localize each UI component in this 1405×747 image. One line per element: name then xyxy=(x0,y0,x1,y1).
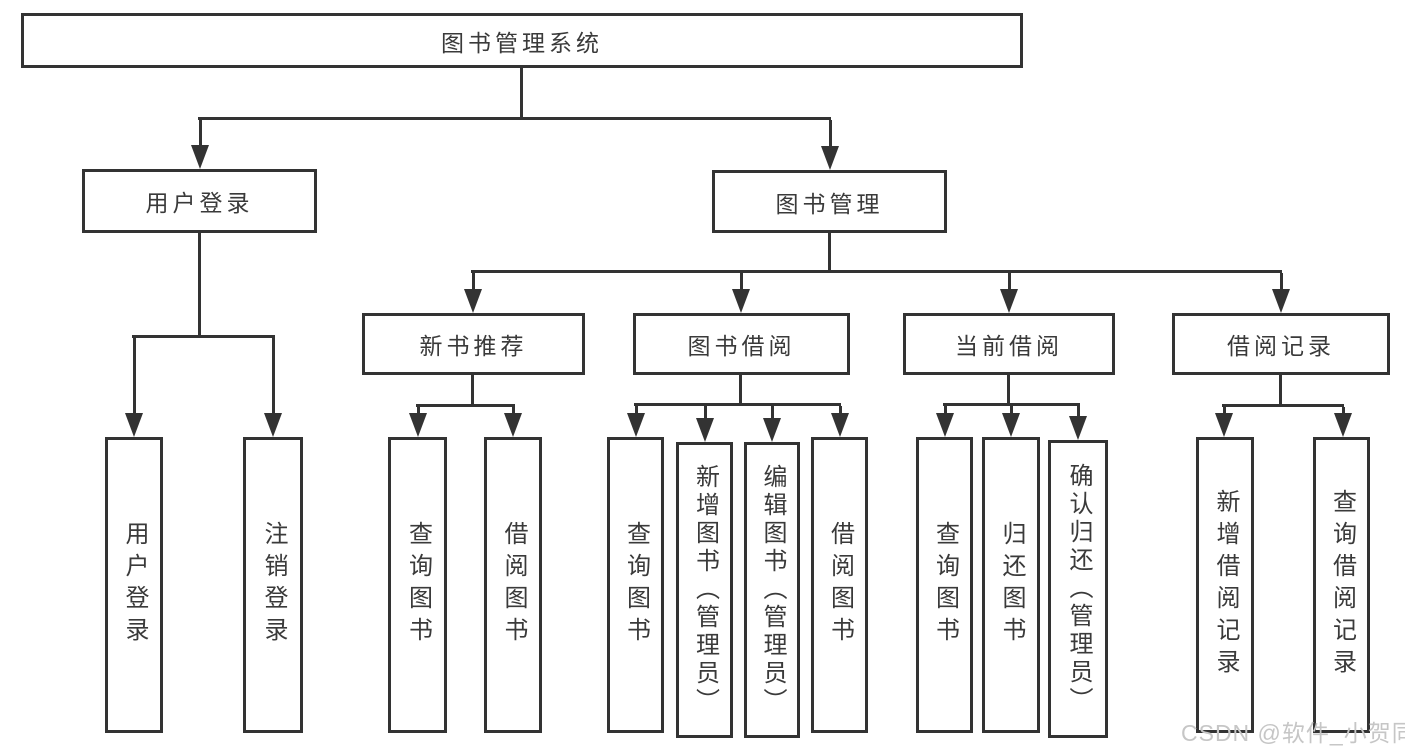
connector-root-bar xyxy=(198,117,831,120)
arrow-down-icon xyxy=(627,406,645,437)
leaf-query-books-recommend: 查询图书 xyxy=(388,437,447,733)
node-label: 借阅图书 xyxy=(500,521,527,649)
node-book-borrowing: 图书借阅 xyxy=(633,313,850,375)
arrow-down-icon xyxy=(1000,273,1018,313)
node-label: 借阅图书 xyxy=(826,521,854,649)
node-label: 查询图书 xyxy=(404,521,432,649)
leaf-confirm-return-admin: 确认归还（管理员） xyxy=(1048,440,1108,738)
arrow-down-icon xyxy=(409,407,427,437)
arrow-down-icon xyxy=(1002,406,1020,437)
connector-user-login-stem xyxy=(198,233,201,338)
connector-recommend-stem xyxy=(471,375,474,407)
node-user-login: 用户登录 xyxy=(82,169,317,233)
csdn-watermark: CSDN @软件_小贺同学 xyxy=(1181,720,1405,746)
leaf-borrow-books-recommend: 借阅图书 xyxy=(484,437,542,733)
connector-records-stem xyxy=(1279,375,1282,407)
leaf-return-books: 归还图书 xyxy=(982,437,1040,733)
arrow-down-icon xyxy=(763,406,781,442)
arrow-down-icon xyxy=(831,406,849,437)
arrow-down-icon xyxy=(504,407,522,437)
node-label: 新增图书（管理员） xyxy=(691,464,719,716)
leaf-logout: 注销登录 xyxy=(243,437,303,733)
connector-borrowing-stem xyxy=(739,375,742,406)
leaf-add-borrow-record: 新增借阅记录 xyxy=(1196,437,1254,733)
connector-user-login-bar xyxy=(132,335,275,338)
node-label: 查询图书 xyxy=(931,521,959,649)
connector-book-management-stem xyxy=(828,233,831,273)
node-book-management-system: 图书管理系统 xyxy=(21,13,1023,68)
leaf-query-books-borrowing: 查询图书 xyxy=(607,437,664,733)
connector-recommend-bar xyxy=(416,404,515,407)
connector-records-bar xyxy=(1222,404,1344,407)
connector-root-stem xyxy=(520,68,523,120)
node-new-book-recommendation: 新书推荐 xyxy=(362,313,585,375)
arrow-down-icon xyxy=(1272,273,1290,313)
arrow-down-icon xyxy=(125,338,143,437)
leaf-query-borrow-record: 查询借阅记录 xyxy=(1313,437,1370,733)
arrow-down-icon xyxy=(821,120,839,170)
connector-current-stem xyxy=(1007,375,1010,406)
leaf-query-books-current: 查询图书 xyxy=(916,437,973,733)
arrow-down-icon xyxy=(464,273,482,313)
arrow-down-icon xyxy=(696,406,714,442)
node-label: 查询借阅记录 xyxy=(1328,489,1356,681)
leaf-user-login: 用户登录 xyxy=(105,437,163,733)
node-label: 新增借阅记录 xyxy=(1212,489,1239,681)
arrow-down-icon xyxy=(936,406,954,437)
node-label: 用户登录 xyxy=(121,521,148,649)
node-current-borrowing: 当前借阅 xyxy=(903,313,1115,375)
node-label: 确认归还（管理员） xyxy=(1065,463,1092,715)
arrow-down-icon xyxy=(191,120,209,169)
arrow-down-icon xyxy=(1069,406,1087,440)
node-label: 注销登录 xyxy=(260,521,287,649)
node-book-management: 图书管理 xyxy=(712,170,947,233)
connector-book-management-bar xyxy=(471,270,1282,273)
arrow-down-icon xyxy=(1215,407,1233,437)
node-label: 归还图书 xyxy=(998,521,1025,649)
arrow-down-icon xyxy=(1334,407,1352,437)
connector-borrowing-bar xyxy=(634,403,841,406)
node-borrowing-records: 借阅记录 xyxy=(1172,313,1390,375)
arrow-down-icon xyxy=(264,338,282,437)
leaf-add-books-admin: 新增图书（管理员） xyxy=(676,442,733,738)
arrow-down-icon xyxy=(732,273,750,313)
leaf-borrow-books-borrowing: 借阅图书 xyxy=(811,437,868,733)
connector-current-bar xyxy=(943,403,1080,406)
node-label: 查询图书 xyxy=(622,521,650,649)
node-label: 编辑图书（管理员） xyxy=(759,464,786,716)
leaf-edit-books-admin: 编辑图书（管理员） xyxy=(744,442,800,738)
